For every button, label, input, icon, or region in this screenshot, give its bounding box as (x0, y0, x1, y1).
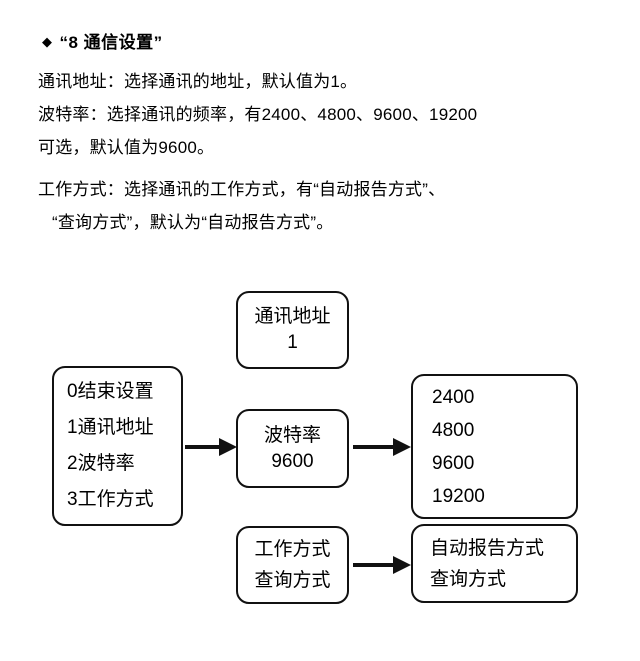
node-baud-rate-value: 9600 (271, 450, 314, 472)
node-settings-menu: 0结束设置 1通讯地址 2波特率 3工作方式 (52, 366, 183, 526)
node-work-mode-title: 工作方式 (254, 539, 331, 560)
paragraph-line-1: 通讯地址：选择通讯的地址，默认值为1。 (38, 72, 358, 91)
paragraph-line-3: 可选，默认值为9600。 (38, 138, 215, 157)
menu-item-1: 1通讯地址 (67, 417, 154, 438)
node-work-mode-options: 自动报告方式 查询方式 (411, 524, 578, 603)
node-comm-address-value: 1 (287, 332, 298, 353)
diamond-bullet-icon: ◆ (42, 34, 53, 49)
menu-item-0: 0结束设置 (67, 381, 154, 402)
baud-option-3: 19200 (432, 485, 485, 507)
section-heading: ◆ “8 通信设置” (42, 28, 163, 53)
baud-option-0: 2400 (432, 386, 475, 408)
node-work-mode: 工作方式 查询方式 (236, 526, 349, 604)
paragraph-line-2: 波特率：选择通讯的频率，有2400、4800、9600、19200 (38, 105, 478, 124)
menu-item-2: 2波特率 (67, 453, 135, 474)
node-comm-address: 通讯地址 1 (236, 291, 349, 369)
node-work-mode-value: 查询方式 (254, 570, 331, 591)
arrow-menu-to-baud-icon (185, 438, 237, 456)
arrow-workmode-to-options-icon (353, 556, 411, 574)
node-baud-rate-options: 2400 4800 9600 19200 (411, 374, 578, 519)
menu-item-3: 3工作方式 (67, 489, 154, 510)
node-comm-address-title: 通讯地址 (254, 306, 331, 327)
node-baud-rate: 波特率 9600 (236, 409, 349, 488)
work-mode-option-1: 查询方式 (430, 568, 507, 590)
section-heading-label: “8 通信设置” (59, 33, 163, 52)
paragraph-line-4: 工作方式：选择通讯的工作方式，有“自动报告方式”、 (38, 180, 446, 199)
arrow-baud-to-options-icon (353, 438, 411, 456)
work-mode-option-0: 自动报告方式 (430, 537, 545, 559)
node-baud-rate-title: 波特率 (263, 424, 321, 446)
baud-option-2: 9600 (432, 452, 475, 474)
paragraph-line-5: “查询方式”，默认为“自动报告方式”。 (52, 213, 334, 232)
baud-option-1: 4800 (432, 419, 475, 441)
